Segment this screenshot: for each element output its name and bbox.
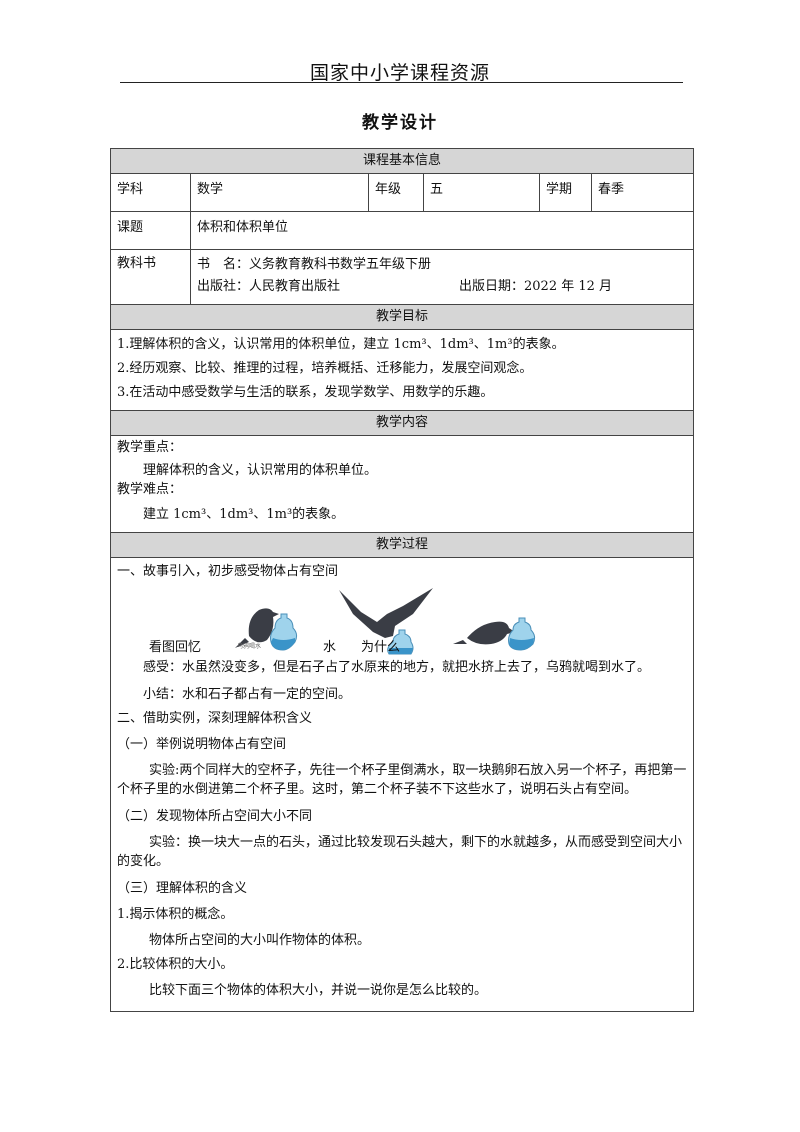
key-point-label: 教学重点： bbox=[117, 440, 183, 455]
difficulty-text: 建立 1cm³、1dm³、1m³的表象。 bbox=[143, 507, 345, 522]
step2-text: 比较下面三个物体的体积大小，并说一说你是怎么比较的。 bbox=[149, 983, 488, 998]
difficulty-label: 教学难点： bbox=[117, 482, 183, 497]
textbook-label: 教科书 bbox=[110, 249, 191, 305]
illustration-caption: 乌鸦喝水 bbox=[237, 642, 261, 650]
content-body: 教学重点： 理解体积的含义，认识常用的体积单位。 教学难点： 建立 1cm³、1… bbox=[109, 435, 695, 533]
goal-item: 3.在活动中感受数学与生活的联系，发现学数学、用数学的乐趣。 bbox=[117, 385, 494, 400]
subject-label: 学科 bbox=[110, 173, 191, 212]
process-body: 一、故事引入，初步感受物体占有空间 乌鸦喝水 bbox=[109, 557, 695, 1012]
topic-label: 课题 bbox=[110, 211, 191, 250]
lesson-plan-table: 课程基本信息 学科 数学 年级 五 学期 春季 课题 体积和体积单位 教科书 书… bbox=[109, 148, 695, 1012]
grade-label: 年级 bbox=[368, 173, 424, 212]
section-process: 教学过程 bbox=[109, 532, 695, 558]
part2-title: 二、借助实例，深刻理解体积含义 bbox=[117, 711, 313, 726]
section-goals: 教学目标 bbox=[109, 304, 695, 330]
sub1-text: 实验:两个同样大的空杯子，先往一个杯子里倒满水，取一块鹅卵石放入另一个杯子，再把… bbox=[117, 763, 687, 797]
publisher-row: 出版社：人民教育出版社 出版日期：2022 年 12 月 bbox=[197, 276, 687, 298]
crow-story-illustration: 乌鸦喝水 bbox=[117, 584, 687, 656]
header-rule bbox=[120, 82, 683, 83]
crow-and-bottle-image: 乌鸦喝水 bbox=[235, 588, 536, 655]
term-label: 学期 bbox=[539, 173, 592, 212]
crow-icon bbox=[339, 588, 433, 638]
section-basic-info: 课程基本信息 bbox=[109, 148, 695, 174]
feel-text: 感受：水虽然没变多，但是石子占了水原来的地方，就把水挤上去了，乌鸦就喝到水了。 bbox=[143, 660, 651, 675]
look-text-b: 水 bbox=[323, 640, 337, 655]
sub2-text: 实验：换一块大一点的石头，通过比较发现石头越大，剩下的水就越多，从而感受到空间大… bbox=[117, 835, 683, 869]
crow-icon bbox=[453, 621, 515, 645]
step2-title: 2.比较体积的大小。 bbox=[117, 957, 234, 972]
textbook-info: 书 名：义务教育教科书数学五年级下册 出版社：人民教育出版社 出版日期：2022… bbox=[189, 249, 695, 305]
water-bottle-icon bbox=[508, 617, 536, 651]
step1-text: 物体所占空间的大小叫作物体的体积。 bbox=[149, 933, 371, 948]
look-text-c: 为什么 bbox=[361, 640, 401, 655]
step1-title: 1.揭示体积的概念。 bbox=[117, 907, 234, 922]
term-value: 春季 bbox=[590, 173, 695, 212]
subject-value: 数学 bbox=[190, 173, 369, 212]
document-title: 教学设计 bbox=[362, 113, 438, 133]
publisher: 出版社：人民教育出版社 bbox=[197, 279, 341, 294]
publish-date: 出版日期：2022 年 12 月 bbox=[459, 279, 613, 294]
water-bottle-icon bbox=[387, 629, 414, 655]
sub1-title: （一）举例说明物体占有空间 bbox=[117, 737, 287, 752]
goal-item: 1.理解体积的含义，认识常用的体积单位，建立 1cm³、1dm³、1m³的表象。 bbox=[117, 337, 565, 352]
part1-title: 一、故事引入，初步感受物体占有空间 bbox=[117, 564, 339, 579]
grade-value: 五 bbox=[423, 173, 540, 212]
section-content: 教学内容 bbox=[109, 410, 695, 436]
topic-value: 体积和体积单位 bbox=[189, 211, 695, 250]
site-title: 国家中小学课程资源 bbox=[309, 62, 490, 84]
goals-list: 1.理解体积的含义，认识常用的体积单位，建立 1cm³、1dm³、1m³的表象。… bbox=[109, 329, 695, 411]
crow-icon bbox=[235, 608, 279, 648]
key-point-text: 理解体积的含义，认识常用的体积单位。 bbox=[143, 463, 378, 478]
look-text-a: 看图回忆 bbox=[149, 640, 204, 656]
water-bottle-icon bbox=[270, 613, 298, 651]
summary-text: 小结：水和石子都占有一定的空间。 bbox=[143, 687, 352, 702]
goal-item: 2.经历观察、比较、推理的过程，培养概括、迁移能力，发展空间观念。 bbox=[117, 361, 533, 376]
sub2-title: （二）发现物体所占空间大小不同 bbox=[117, 809, 313, 824]
book-name: 书 名：义务教育教科书数学五年级下册 bbox=[197, 257, 432, 272]
sub3-title: （三）理解体积的含义 bbox=[117, 881, 248, 896]
